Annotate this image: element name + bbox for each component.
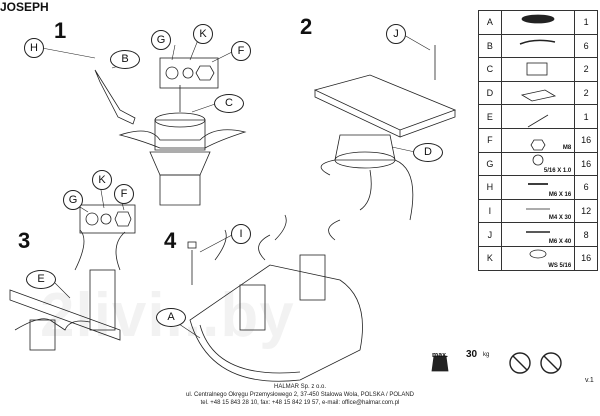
- part-quantity: 12: [574, 198, 598, 224]
- part-size-label: M6 X 40: [548, 238, 572, 245]
- callout-i: I: [231, 224, 251, 244]
- part-letter: H: [478, 175, 502, 200]
- part-quantity: 16: [574, 151, 598, 177]
- callout-g-3: G: [63, 190, 83, 210]
- callout-e: E: [26, 270, 56, 289]
- callout-f-3: F: [114, 184, 134, 204]
- part-quantity: 16: [574, 127, 598, 153]
- callout-a: A: [156, 308, 186, 327]
- callout-k: K: [193, 24, 213, 44]
- callout-b: B: [110, 50, 140, 69]
- callout-j: J: [386, 24, 406, 44]
- callout-k-3: K: [92, 170, 112, 190]
- callout-g: G: [151, 30, 171, 50]
- part-quantity: 2: [574, 57, 598, 82]
- callout-d: D: [413, 143, 443, 162]
- part-picture: [500, 80, 576, 106]
- part-quantity: 6: [574, 175, 598, 200]
- step3-drawing: [9, 204, 136, 351]
- step4-drawing: [187, 214, 363, 382]
- callout-c: C: [214, 94, 244, 113]
- part-picture: M6 X 40: [500, 222, 576, 247]
- callout-f: F: [231, 41, 251, 61]
- part-letter: C: [478, 57, 502, 82]
- part-letter: J: [478, 222, 502, 247]
- part-quantity: 8: [574, 222, 598, 247]
- footer: HALMAR Sp. z o.o. ul. Centralnego Okręgu…: [0, 383, 600, 407]
- part-picture: WS 5/16: [500, 245, 576, 271]
- part-quantity: 6: [574, 33, 598, 59]
- part-size-label: 5/16 X 1.0: [543, 168, 572, 175]
- part-letter: G: [478, 151, 502, 177]
- part-quantity: 1: [574, 104, 598, 129]
- part-size-label: M4 X 30: [548, 215, 572, 222]
- step-3-number: 3: [18, 228, 31, 253]
- step2-drawing: [313, 45, 457, 221]
- part-letter: A: [478, 10, 502, 35]
- part-quantity: 16: [574, 245, 598, 271]
- part-picture: [500, 57, 576, 82]
- part-letter: B: [478, 33, 502, 59]
- document-title: JOSEPH: [0, 0, 49, 14]
- part-picture: M6 X 16: [500, 175, 576, 200]
- part-size-label: WS 5/16: [548, 262, 572, 269]
- step-4-number: 4: [164, 228, 177, 253]
- max-load-unit: kg: [483, 352, 490, 358]
- footer-company: HALMAR Sp. z o.o.: [273, 384, 327, 390]
- part-size-label: M6 X 16: [548, 191, 572, 198]
- part-picture: [500, 10, 576, 35]
- part-picture: M8: [500, 127, 576, 153]
- part-picture: [500, 33, 576, 59]
- part-picture: [500, 104, 576, 129]
- step-2-number: 2: [300, 14, 313, 39]
- max-load-prefix: max.: [432, 352, 448, 359]
- max-load-value: 30: [466, 349, 478, 360]
- part-letter: F: [478, 127, 502, 153]
- footer-address: ul. Centralnego Okręgu Przemysłowego 2, …: [185, 392, 414, 398]
- footer-contact: tel. +48 15 843 28 10, fax: +48 15 842 1…: [200, 400, 400, 406]
- step1-drawing: [94, 57, 247, 206]
- part-picture: M4 X 30: [500, 198, 576, 224]
- part-letter: E: [478, 104, 502, 129]
- part-picture: 5/16 X 1.0: [500, 151, 576, 177]
- part-quantity: 1: [574, 10, 598, 35]
- version-label: v.1: [585, 377, 594, 384]
- part-letter: D: [478, 80, 502, 106]
- part-size-label: M8: [562, 144, 572, 151]
- part-letter: I: [478, 198, 502, 224]
- step-1-number: 1: [54, 18, 67, 43]
- callout-h: H: [24, 38, 44, 58]
- part-quantity: 2: [574, 80, 598, 106]
- part-letter: K: [478, 245, 502, 271]
